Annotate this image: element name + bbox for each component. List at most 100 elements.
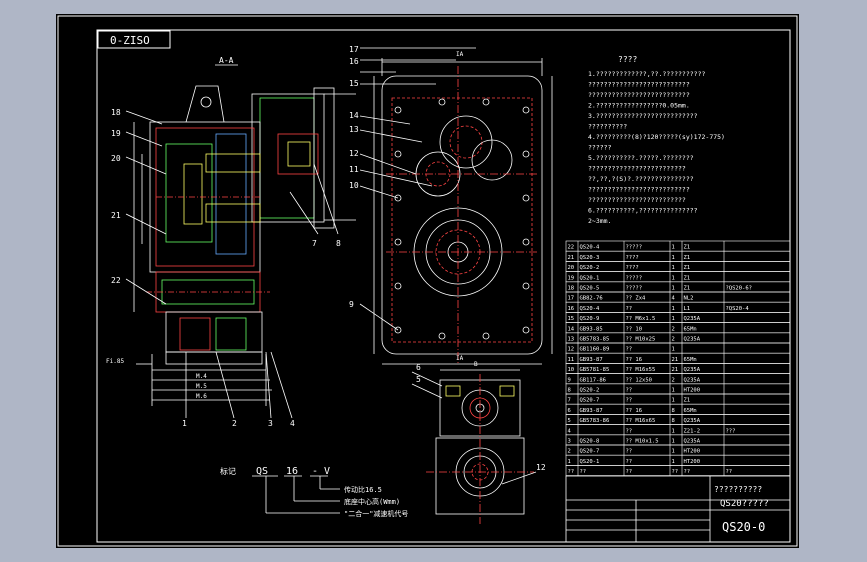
bom-cell: ??: [684, 469, 691, 475]
outer-border: [57, 15, 798, 547]
part-no-4: 4: [290, 419, 295, 428]
bom-cell: 15: [568, 316, 575, 322]
bom-cell: 65Mn: [684, 326, 697, 332]
bom-cell: ??: [626, 347, 633, 353]
marking-code-suffix: - V: [312, 466, 330, 477]
note-line: 3.??????????????????????????: [588, 112, 698, 120]
bom-cell: QS20-2: [580, 388, 600, 394]
bom-cell: 16: [568, 306, 575, 312]
bom-cell: ?? M16x55: [626, 367, 656, 373]
notes-lines: 1.?????????????,??.??????????? ?????????…: [588, 70, 725, 225]
technical-notes: ???? 1.?????????????,??.??????????? ????…: [588, 55, 725, 225]
bom-row: [565, 444, 791, 456]
bom-cell: 1: [672, 255, 675, 261]
bom-cell: ?? M10x25: [626, 337, 656, 343]
bom-cell: QS20-2: [580, 265, 600, 271]
bom-row: [565, 434, 791, 446]
cad-drawing: 0-ZISO A-A: [57, 15, 798, 547]
part-no-20: 20: [111, 154, 121, 163]
title-block-drawing-no: QS20-0: [722, 520, 765, 534]
part-no-1: 1: [182, 419, 187, 428]
bom-cell: ??: [726, 469, 733, 475]
bom-cell: 1: [672, 265, 675, 271]
bom-cell: ?? 12x50: [626, 377, 653, 383]
bom-row: [565, 240, 791, 252]
bom-cell: 4: [672, 296, 676, 302]
bom-cell: 6: [568, 408, 571, 414]
part-no-7: 7: [312, 239, 317, 248]
bom-cell: Q235A: [684, 418, 701, 424]
marking-line-2: 底座中心高(Wmm): [344, 497, 400, 506]
bom-row: [565, 301, 791, 313]
bom-cell: GB82-76: [580, 296, 603, 302]
bom-cell: 13: [568, 337, 575, 343]
bom-cell: QS20-4: [580, 306, 601, 312]
part-no-21: 21: [111, 211, 121, 220]
marking-line-1: 传动比16.5: [344, 485, 382, 494]
bom-cell: 2: [672, 337, 675, 343]
bom-cell: 18: [568, 286, 575, 292]
part-no-14: 14: [349, 111, 359, 120]
bottom-view-b: [411, 369, 537, 524]
marking-example: 标记 QS 16 - V 传动比16.5 底座中心高(Wmm) "二合一"减速机…: [220, 466, 408, 518]
bom-cell: GB5781-85: [580, 367, 610, 373]
bom-cell: Z1: [684, 265, 691, 271]
bom-row: [565, 454, 791, 466]
bom-cell: ?? M16x65: [626, 418, 656, 424]
bom-cell: QS20-1: [580, 275, 600, 281]
bom-cell: ?? 16: [626, 357, 643, 363]
title-block: [565, 475, 791, 543]
marking-label: 标记: [220, 466, 236, 476]
marking-code-ratio: 16: [286, 466, 298, 477]
part-no-5: 5: [416, 375, 421, 384]
bom-cell: 21: [568, 255, 575, 261]
part-no-8: 8: [336, 239, 341, 248]
part-no-9: 9: [349, 300, 354, 309]
part-no-3: 3: [268, 419, 273, 428]
note-line: ??????????????????????????: [588, 91, 690, 99]
dim-label-2: M.4: [196, 373, 207, 380]
bom-cell: Q235A: [684, 377, 701, 383]
left-part-numbers: 18 19 20 21 22 1 2 3 4 7 8 Fi.85 M.4 M.5…: [106, 108, 341, 428]
bom-cell: GB93-87: [580, 357, 603, 363]
bom-cell: Z1: [684, 275, 691, 281]
code-box-text: 0-ZISO: [110, 34, 150, 47]
front-view: [359, 47, 553, 365]
bom-cell: Q235A: [684, 367, 701, 373]
dim-label-1: Fi.85: [106, 358, 124, 365]
bom-cell: ???: [726, 428, 736, 434]
part-no-15: 15: [349, 79, 359, 88]
bom-cell: ?????: [626, 275, 643, 281]
notes-title: ????: [618, 55, 637, 64]
bom-cell: 1: [672, 449, 675, 455]
bom-cell: 21: [672, 357, 679, 363]
part-no-12b: 12: [536, 463, 546, 472]
bom-cell: Q235A: [684, 337, 701, 343]
bom-cell: 21: [672, 367, 679, 373]
bom-cell: ??: [626, 449, 633, 455]
section-label: A-A: [219, 56, 234, 65]
bom-cell: GB5783-85: [580, 337, 610, 343]
bom-row: [565, 250, 791, 262]
bom-cell: HT200: [684, 459, 701, 465]
bom-cell: NL2: [684, 296, 694, 302]
bom-cell: 7: [568, 398, 571, 404]
view-mark-b: B: [474, 361, 478, 368]
marking-code-prefix: QS: [256, 466, 268, 477]
bom-cell: 1: [672, 306, 675, 312]
bom-cell: QS20-5: [580, 286, 600, 292]
bom-cell: 5: [568, 418, 571, 424]
bom-cell: 3: [568, 439, 571, 445]
section-view-a-a: A-A: [125, 56, 356, 419]
bom-cell: 2: [672, 326, 675, 332]
dim-label-3: M.5: [196, 383, 207, 390]
part-no-11: 11: [349, 165, 359, 174]
bom-cell: 1: [672, 459, 675, 465]
bom-cell: 11: [568, 357, 575, 363]
bom-cell: GB93-85: [580, 326, 603, 332]
bottom-view-labels: 6 5 12 B: [416, 361, 546, 472]
bom-cell: 65Mn: [684, 357, 697, 363]
note-line: 5.??????????.?????.????????: [588, 154, 694, 162]
bom-cell: ??: [626, 306, 633, 312]
bom-cell: 20: [568, 265, 575, 271]
